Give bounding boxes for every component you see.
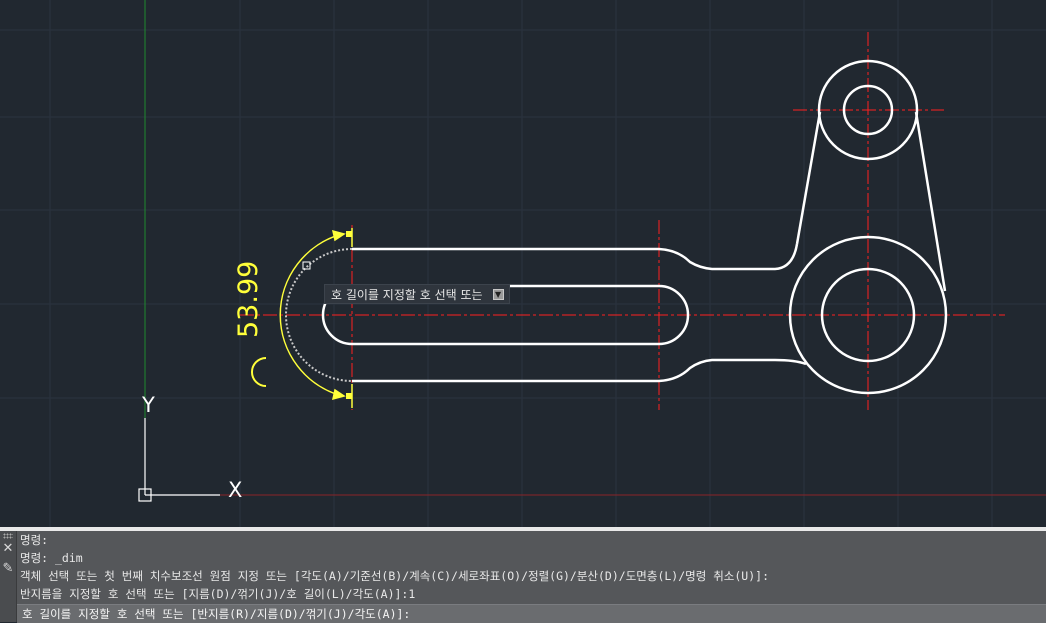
history-line: 명령: bbox=[20, 533, 49, 547]
command-prompt: 호 길이를 지정할 호 선택 또는 [반지름(R)/지름(D)/꺾기(J)/각도… bbox=[22, 607, 411, 621]
large-hub-outer-circle[interactable] bbox=[788, 235, 948, 395]
large-hub-inner-circle[interactable] bbox=[820, 267, 916, 363]
down-arrow-key-icon[interactable]: ▼ bbox=[492, 288, 504, 300]
pick-box bbox=[302, 261, 311, 270]
left-outer-arc[interactable] bbox=[285, 248, 353, 382]
history-line: 명령: _dim bbox=[20, 551, 83, 565]
cursor-tooltip: 호 길이를 지정할 호 선택 또는 ▼ bbox=[324, 284, 510, 304]
dim-arrowhead-top bbox=[331, 229, 346, 242]
viewport-divider bbox=[0, 527, 1046, 531]
drawing-svg[interactable]: Y X bbox=[0, 0, 1046, 527]
command-window-gutter: ✕ ✎ bbox=[0, 531, 17, 622]
small-hub-outer-circle[interactable] bbox=[817, 59, 919, 161]
small-hub-inner-circle[interactable] bbox=[842, 84, 894, 136]
command-history: 명령: 명령: _dim 객체 선택 또는 첫 번째 치수보조선 원점 지정 또… bbox=[20, 531, 1046, 603]
command-window[interactable]: ✕ ✎ 명령: 명령: _dim 객체 선택 또는 첫 번째 치수보조선 원점 … bbox=[0, 531, 1046, 623]
tooltip-text: 호 길이를 지정할 호 선택 또는 bbox=[331, 287, 483, 302]
ucs-y-label: Y bbox=[141, 393, 155, 417]
ucs-x-label: X bbox=[228, 478, 242, 502]
lower-fillet-edge[interactable] bbox=[352, 358, 807, 383]
arm-left-tangent[interactable] bbox=[795, 111, 822, 245]
background-grid bbox=[0, 0, 1046, 527]
grip-top[interactable] bbox=[346, 231, 352, 237]
dim-arrowhead-bottom bbox=[331, 388, 346, 401]
close-icon[interactable]: ✕ bbox=[2, 541, 14, 556]
arm-right-tangent[interactable] bbox=[914, 111, 947, 292]
arc-length-dimension[interactable] bbox=[251, 228, 353, 408]
dim-arc bbox=[279, 233, 343, 397]
drawing-canvas[interactable]: Y X 53.99 호 길이를 지정할 호 선택 또는 ▼ bbox=[0, 0, 1046, 527]
drag-grip-icon[interactable] bbox=[3, 533, 13, 539]
wrench-icon[interactable]: ✎ bbox=[2, 561, 14, 576]
upper-fillet-edge[interactable] bbox=[352, 243, 799, 271]
slot-right-arc[interactable] bbox=[658, 284, 690, 346]
centerlines bbox=[240, 32, 1005, 410]
arc-length-value[interactable]: 53.99 bbox=[233, 260, 264, 338]
command-input[interactable]: 호 길이를 지정할 호 선택 또는 [반지름(R)/지름(D)/꺾기(J)/각도… bbox=[17, 604, 1046, 623]
history-line: 반지름을 지정할 호 선택 또는 [지름(D)/꺾기(J)/호 길이(L)/각도… bbox=[20, 587, 416, 601]
ucs-icon bbox=[138, 418, 220, 502]
history-line: 객체 선택 또는 첫 번째 치수보조선 원점 지정 또는 [각도(A)/기준선(… bbox=[20, 569, 769, 583]
grip-bottom[interactable] bbox=[346, 393, 352, 399]
arc-length-symbol bbox=[251, 357, 267, 387]
